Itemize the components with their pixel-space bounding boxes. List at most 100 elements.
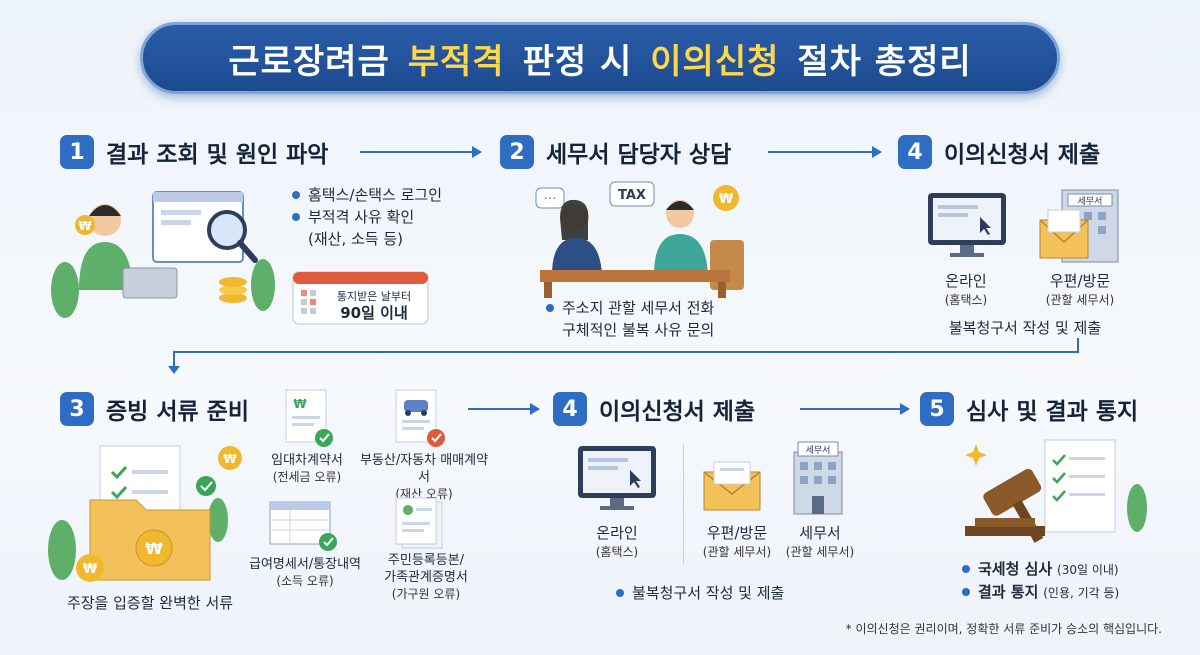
svg-text:···: ··· (543, 191, 556, 207)
folder-illustration: ₩ ₩ ₩ (48, 445, 242, 582)
won-coin-icon (713, 185, 739, 211)
step4a-title: 이의신청서 제출 (944, 142, 1101, 168)
title-banner: 근로장려금 부적격 판정 시 이의신청 절차 총정리 (140, 22, 1060, 94)
arrow-1-2 (360, 146, 482, 158)
title-part1: 근로장려금 (228, 41, 390, 82)
step4a-mail: 우편/방문 (관할 세무서) (1030, 272, 1130, 310)
sparkle-icon (965, 444, 987, 466)
calendar-icon (292, 271, 429, 325)
step4b-online: 온라인 (홈택스) (570, 524, 664, 562)
desk-icon (540, 270, 730, 282)
mail-building-icon: 세무서 (1039, 189, 1119, 263)
building-sign: 세무서 (806, 445, 831, 456)
svg-text:₩: ₩ (719, 192, 734, 207)
step4a-footer: 불복청구서 작성 및 제출 (948, 319, 1102, 337)
doc3-label: 급여명세서/통장내역 (248, 557, 362, 572)
payslip-icon (269, 501, 337, 551)
leaf-icon (51, 262, 79, 318)
chat-bubble-icon (535, 187, 565, 209)
step5-bullet2-sub: (인용, 기각 등) (1043, 586, 1120, 600)
won-coin-icon (135, 529, 173, 567)
step4a-mail-sub: (관할 세무서) (1045, 293, 1115, 307)
step5-bullets: 국세청 심사 (30일 이내) 결과 통지 (인용, 기각 등) (962, 558, 1119, 604)
step1-bullet1: 홈택스/손택스 로그인 (308, 186, 443, 204)
step4b-mail-sub: (관할 세무서) (702, 545, 772, 559)
leaf-icon (251, 259, 275, 311)
step4a-online-sub: (홈택스) (944, 293, 988, 307)
doc1-label: 임대차계약서 (271, 453, 343, 468)
step2-bullet1-sub: 구체적인 불복 사유 문의 (562, 321, 715, 339)
leaf-icon (1127, 484, 1147, 532)
step2-number: 2 (500, 135, 534, 169)
doc3-sub: (소득 오류) (276, 574, 334, 588)
chair-icon (710, 240, 744, 290)
calendar-line2: 90일 이내 (340, 304, 408, 322)
svg-text:₩: ₩ (145, 539, 163, 558)
step4b-header: 4 이의신청서 제출 (553, 392, 755, 426)
step1-header: 1 결과 조회 및 원인 파악 (60, 135, 328, 169)
step4b-online-sub: (홈택스) (595, 545, 639, 559)
step4a-number: 4 (898, 135, 932, 169)
step1-title: 결과 조회 및 원인 파악 (106, 142, 329, 168)
envelope-icon (703, 461, 761, 511)
step3-header: 3 증빙 서류 준비 (60, 392, 249, 426)
check-badge-icon (196, 476, 216, 496)
step4a-mail-label: 우편/방문 (1049, 272, 1111, 290)
row-connector-arrow (168, 338, 1079, 374)
title-highlight1: 부적격 (407, 41, 505, 82)
doc1-sub: (전세금 오류) (272, 470, 342, 484)
gavel-illustration (965, 439, 1147, 543)
arrow-2-4 (768, 146, 882, 158)
leaf-icon (48, 520, 76, 580)
document-icon (1044, 439, 1116, 533)
step4a-online: 온라인 (홈택스) (920, 272, 1012, 310)
won-coin-icon (76, 554, 104, 582)
step5-bullet2: 결과 통지 (978, 583, 1039, 601)
doc3: 급여명세서/통장내역 (소득 오류) (240, 556, 370, 590)
divider (683, 444, 684, 564)
step1-bullets: 홈택스/손택스 로그인 부적격 사유 확인 (재산, 소득 등) (292, 184, 442, 250)
tax-bubble-icon (609, 181, 655, 207)
won-coin-icon (75, 215, 95, 235)
doc2: 부동산/자동차 매매계약서 (재산 오류) (356, 452, 492, 503)
step1-number: 1 (60, 135, 94, 169)
step4b-bullets: 불복청구서 작성 및 제출 (616, 582, 784, 604)
step4b-footer: 불복청구서 작성 및 제출 (632, 584, 785, 602)
doc2-label: 부동산/자동차 매매계약서 (359, 453, 489, 485)
step1-bullet2-sub: (재산, 소득 등) (308, 230, 404, 248)
monitor-icon (928, 193, 1006, 257)
step4b-number: 4 (553, 392, 587, 426)
step4b-office-label: 세무서 (799, 524, 841, 542)
step4b-mail-label: 우편/방문 (706, 524, 768, 542)
step2-illustration: ··· TAX ₩ (535, 181, 744, 298)
tax-office-building-icon: 세무서 (793, 441, 843, 515)
title-highlight2: 이의신청 (650, 41, 780, 82)
step5-bullet1: 국세청 심사 (978, 560, 1053, 578)
monitor-icon (578, 446, 656, 510)
step5-title: 심사 및 결과 통지 (966, 399, 1139, 425)
footnote: * 이의신청은 권리이며, 정확한 서류 준비가 승소의 핵심입니다. (845, 622, 1162, 636)
step4b-office-sub: (관할 세무서) (785, 545, 855, 559)
tax-bubble-text: TAX (618, 188, 646, 203)
step5-number: 5 (920, 392, 954, 426)
building-sign: 세무서 (1078, 196, 1103, 207)
magnifier-icon (207, 210, 247, 250)
step3-footer: 주장을 입증할 완벽한 서류 (66, 594, 234, 612)
step2-header: 2 세무서 담당자 상담 (500, 135, 731, 169)
svg-text:₩: ₩ (293, 397, 307, 411)
title-part2: 판정 시 (522, 41, 633, 82)
leaf-icon (208, 498, 228, 542)
step3-number: 3 (60, 392, 94, 426)
calendar-line1: 통지받은 날부터 (336, 290, 412, 303)
sound-block-icon (965, 526, 1045, 536)
sale-contract-icon (395, 389, 445, 447)
laptop-icon (122, 267, 178, 299)
title-part3: 절차 총정리 (797, 41, 972, 82)
step4b-office: 세무서 (관할 세무서) (772, 524, 868, 562)
won-coin-symbol: ₩ (78, 219, 92, 233)
step1-bullet2: 부적격 사유 확인 (308, 208, 415, 226)
lease-contract-icon: ₩ (285, 389, 333, 447)
resident-register-icon (395, 497, 443, 549)
won-coin-icon (218, 446, 242, 470)
step4b-title: 이의신청서 제출 (599, 399, 756, 425)
